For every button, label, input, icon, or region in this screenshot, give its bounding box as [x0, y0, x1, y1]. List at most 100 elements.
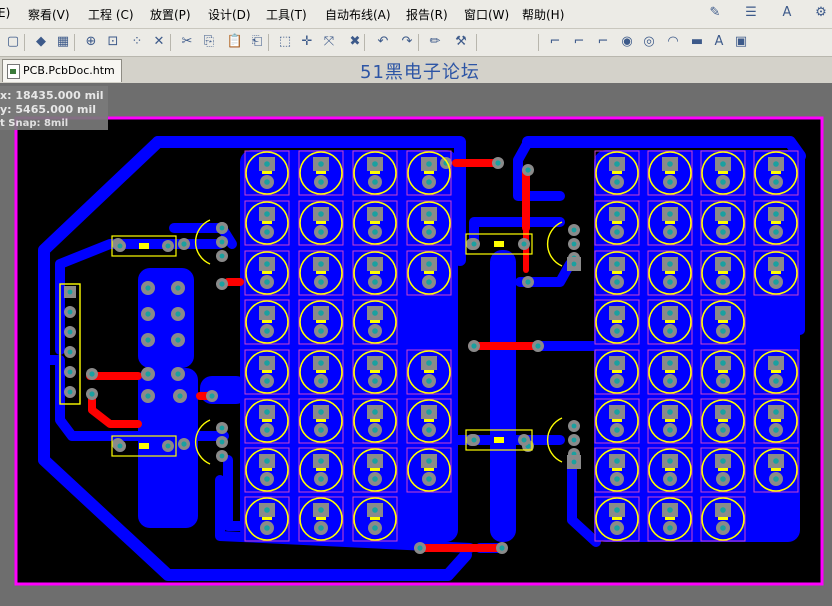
- menu-item-2[interactable]: 工程 (C): [88, 8, 134, 22]
- zoom-fit-icon[interactable]: ⊡: [107, 34, 119, 49]
- silkscreen-outline: [648, 201, 692, 245]
- cross-wire-icon[interactable]: ✖: [349, 34, 361, 49]
- menu-item-7[interactable]: 报告(R): [406, 8, 448, 22]
- led-hole: [426, 476, 432, 482]
- rect-select-icon[interactable]: ⬚: [278, 34, 292, 49]
- polarity-mark: [424, 370, 434, 373]
- footprint-boundary: [352, 447, 398, 493]
- led-footprint: [298, 250, 344, 296]
- via-hole: [525, 279, 531, 285]
- led-hole: [614, 409, 620, 415]
- select-icon[interactable]: ⁘: [131, 34, 143, 49]
- layers-icon[interactable]: ◆: [36, 34, 46, 49]
- silkscreen-outline: [754, 151, 798, 195]
- cut-icon[interactable]: ✂: [181, 34, 193, 49]
- transistor-hole: [219, 453, 225, 459]
- silkscreen-outline: [595, 497, 639, 541]
- tool-icon[interactable]: ☰: [745, 5, 757, 20]
- arc-icon[interactable]: ◠: [667, 34, 679, 49]
- menu-item-3[interactable]: 放置(P): [150, 8, 191, 22]
- paste-special-icon[interactable]: ⎗: [251, 34, 263, 49]
- pcb-canvas[interactable]: [0, 83, 832, 606]
- led-hole: [667, 525, 673, 531]
- footprint-boundary: [298, 496, 344, 542]
- led-hole: [372, 161, 378, 167]
- led-hole: [318, 261, 324, 267]
- led-hole: [614, 310, 620, 316]
- silkscreen-outline: [754, 399, 798, 443]
- led-hole: [264, 161, 270, 167]
- redo-icon[interactable]: ↷: [401, 34, 413, 49]
- led-footprint: [753, 447, 799, 493]
- menu-item-4[interactable]: 设计(D): [208, 8, 251, 22]
- open-icon[interactable]: ▢: [6, 34, 20, 49]
- toolbar-separator: [268, 34, 269, 51]
- text-icon[interactable]: A: [714, 34, 724, 49]
- led-footprint: [594, 398, 640, 444]
- led-hole: [318, 409, 324, 415]
- footprint-boundary: [647, 349, 693, 395]
- component-icon[interactable]: ▣: [734, 34, 748, 49]
- silkscreen-outline: [245, 399, 289, 443]
- board-icon[interactable]: ▦: [56, 34, 70, 49]
- paste-icon[interactable]: 📋: [226, 34, 244, 49]
- footprint-boundary: [753, 250, 799, 296]
- led-footprint: [352, 200, 398, 246]
- resistor-outline: [111, 435, 177, 457]
- led-hole: [614, 261, 620, 267]
- menu-item-5[interactable]: 工具(T): [266, 8, 307, 22]
- snap-readout: t Snap: 8mil: [0, 118, 69, 129]
- led-hole: [372, 261, 378, 267]
- led-hole: [720, 360, 726, 366]
- led-hole: [426, 360, 432, 366]
- zoom-icon[interactable]: ⊕: [85, 34, 97, 49]
- led-footprint: [700, 250, 746, 296]
- silkscreen-outline: [245, 201, 289, 245]
- led-hole: [264, 409, 270, 415]
- route-icon[interactable]: ⌐: [573, 34, 585, 49]
- led-hole: [720, 476, 726, 482]
- fill-icon[interactable]: ▬: [690, 34, 704, 49]
- resistor-mark: [139, 443, 149, 449]
- led-footprint: [647, 349, 693, 395]
- silkscreen-outline: [595, 151, 639, 195]
- component-icon[interactable]: ⚒: [455, 34, 467, 49]
- led-hole: [773, 279, 779, 285]
- menu-item-6[interactable]: 自动布线(A): [325, 8, 391, 22]
- transistor-outline: [546, 221, 563, 267]
- led-hole: [720, 409, 726, 415]
- footprint-boundary: [647, 299, 693, 345]
- silkscreen-outline: [299, 300, 343, 344]
- pad-icon[interactable]: ◎: [643, 34, 655, 49]
- polarity-mark: [262, 468, 272, 471]
- polarity-mark: [316, 271, 326, 274]
- move-icon[interactable]: ✛: [301, 34, 313, 49]
- header-hole: [67, 329, 73, 335]
- menu-item-8[interactable]: 窗口(W): [464, 8, 510, 22]
- menu-item-0[interactable]: E): [0, 6, 11, 20]
- draw-icon[interactable]: ✎: [709, 5, 721, 20]
- led-hole: [667, 476, 673, 482]
- led-hole: [667, 328, 673, 334]
- copy-icon[interactable]: ⎘: [203, 34, 215, 49]
- via-hole: [525, 167, 531, 173]
- polarity-mark: [370, 171, 380, 174]
- menu-item-1[interactable]: 察看(V): [28, 8, 70, 22]
- font-icon[interactable]: ⚙: [815, 5, 827, 20]
- via-icon[interactable]: ◉: [621, 34, 633, 49]
- ic-hole: [175, 311, 181, 317]
- wire-icon[interactable]: ⤧: [323, 34, 335, 49]
- pencil-icon[interactable]: ✏: [429, 34, 441, 49]
- tool-icon[interactable]: A: [782, 5, 792, 20]
- route-icon[interactable]: ⌐: [549, 34, 561, 49]
- document-tab-pcb[interactable]: PCB.PcbDoc.htm: [2, 59, 122, 82]
- led-footprint: [244, 447, 290, 493]
- led-hole: [426, 378, 432, 384]
- footprint-boundary: [352, 349, 398, 395]
- silkscreen-outline: [299, 399, 343, 443]
- cross-icon[interactable]: ✕: [153, 34, 165, 49]
- route-icon[interactable]: ⌐: [597, 34, 609, 49]
- undo-icon[interactable]: ↶: [377, 34, 389, 49]
- menu-item-9[interactable]: 帮助(H): [522, 8, 565, 22]
- led-hole: [318, 378, 324, 384]
